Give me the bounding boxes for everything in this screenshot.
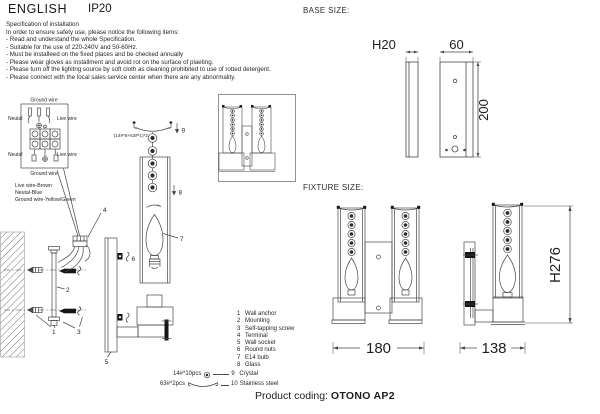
- stainless-steel-arc-icon: [188, 381, 218, 387]
- stainless-steel-bow: [132, 121, 173, 132]
- stainless-qty: 63#*2pcs: [160, 381, 186, 388]
- product-code: OTONO AP2: [330, 390, 395, 402]
- callout-4: 4: [103, 207, 107, 214]
- round-nut: [117, 312, 130, 323]
- self-tapping-screw: [59, 266, 82, 276]
- assembled-front-thumbnail: [218, 94, 296, 182]
- ground-wire-top-label: Ground wire: [30, 98, 57, 104]
- crystal-bead-string: [147, 132, 158, 193]
- terminal-block: [57, 235, 91, 273]
- callout-3: 3: [77, 329, 81, 336]
- lamp-socket-assembly: [116, 294, 174, 341]
- product-coding-line: Product coding: OTONO AP2: [255, 390, 395, 402]
- wall-anchor: [27, 266, 43, 274]
- spec-item: - Must be installeed on the fixed places…: [6, 51, 184, 58]
- wall-socket-plate: [104, 237, 118, 353]
- dim-label-60: 60: [449, 37, 463, 52]
- dim-label-h20: H20: [372, 37, 396, 52]
- leader-dash: [221, 384, 230, 386]
- exploded-assembly-diagram: (14#*5+63#*1)*2 9 8 7 4 2 1 3 5 6: [0, 121, 186, 366]
- callout-7: 7: [180, 236, 184, 243]
- base-size-section-label: BASE SIZE:: [303, 6, 350, 15]
- mounting-bracket: [48, 246, 60, 326]
- ground-wire-bottom-label: Ground wire: [30, 171, 57, 177]
- base-side-view: [405, 61, 419, 158]
- callout-8: 8: [179, 190, 183, 197]
- specification-text: Specification of installation In order t…: [6, 21, 271, 81]
- spec-item: - Please turn off the lighitng source by…: [6, 66, 271, 73]
- callout-2: 2: [66, 287, 70, 294]
- terminal-box-outline: [20, 103, 69, 169]
- round-nut: [117, 251, 130, 262]
- base-front-view: [439, 61, 474, 158]
- crystal-beads: [503, 208, 512, 254]
- wiring-diagram: Ground wire Neutal Live wire Neutal Live…: [8, 98, 77, 204]
- leader-dash: [213, 374, 230, 376]
- crystal-beads: [401, 212, 410, 256]
- spec-item: - Please wear gloves as installment and …: [6, 58, 214, 66]
- language-label: ENGLISH: [8, 2, 68, 16]
- spec-item: - Please connect with the local sales se…: [6, 73, 236, 81]
- crystal-beads: [347, 212, 356, 256]
- self-tapping-screw: [59, 306, 82, 316]
- callout-6: 6: [132, 256, 136, 263]
- dim-label-200: 200: [476, 99, 491, 121]
- crystal-formula-note: (14#*5+63#*1)*2: [114, 133, 149, 138]
- crystal-qty: 14#*10pcs: [173, 371, 202, 378]
- live-top-label: Live wire: [57, 116, 77, 122]
- wall-hatch: [0, 231, 25, 358]
- legend-live: Live wire-Brown: [15, 183, 52, 189]
- dim-label-138: 138: [481, 340, 506, 357]
- callout-1: 1: [52, 329, 56, 336]
- spring-clip: [146, 204, 162, 208]
- ip-rating-label: IP20: [88, 3, 112, 15]
- dim-label-h276: H276: [547, 247, 564, 283]
- legend-neutral: Neutal-Blue: [15, 190, 42, 196]
- fixture-side-drawing: H276 138: [459, 202, 573, 357]
- callout-5: 5: [105, 359, 109, 366]
- glass-tube: [139, 156, 171, 284]
- dim-label-180: 180: [366, 340, 391, 357]
- spec-intro: In order to ensure safety use, please no…: [6, 28, 180, 36]
- neutral-bottom-label: Neutal: [8, 152, 22, 158]
- crystal-bead-icon: [204, 371, 211, 379]
- neutral-top-label: Neutal: [8, 116, 22, 122]
- spec-item: - Suitable for the use of 220-240V and 5…: [6, 43, 138, 51]
- fixture-front-drawing: 180: [331, 205, 425, 357]
- spec-title: Specification of installation: [6, 21, 79, 28]
- wall-anchor: [27, 306, 43, 314]
- base-size-drawing: H20 60 200: [372, 37, 491, 158]
- spec-item: - Read and understand the whole Specific…: [6, 36, 137, 43]
- live-bottom-label: Live wire: [57, 152, 77, 158]
- callout-9: 9: [182, 128, 186, 135]
- product-coding-label: Product coding:: [255, 390, 328, 402]
- legend-ground: Ground wire-Yellow/Green: [15, 197, 76, 203]
- thumbnail-frame: [218, 94, 296, 182]
- fixture-size-section-label: FIXTURE SIZE:: [303, 183, 364, 192]
- e14-bulb: [145, 213, 164, 270]
